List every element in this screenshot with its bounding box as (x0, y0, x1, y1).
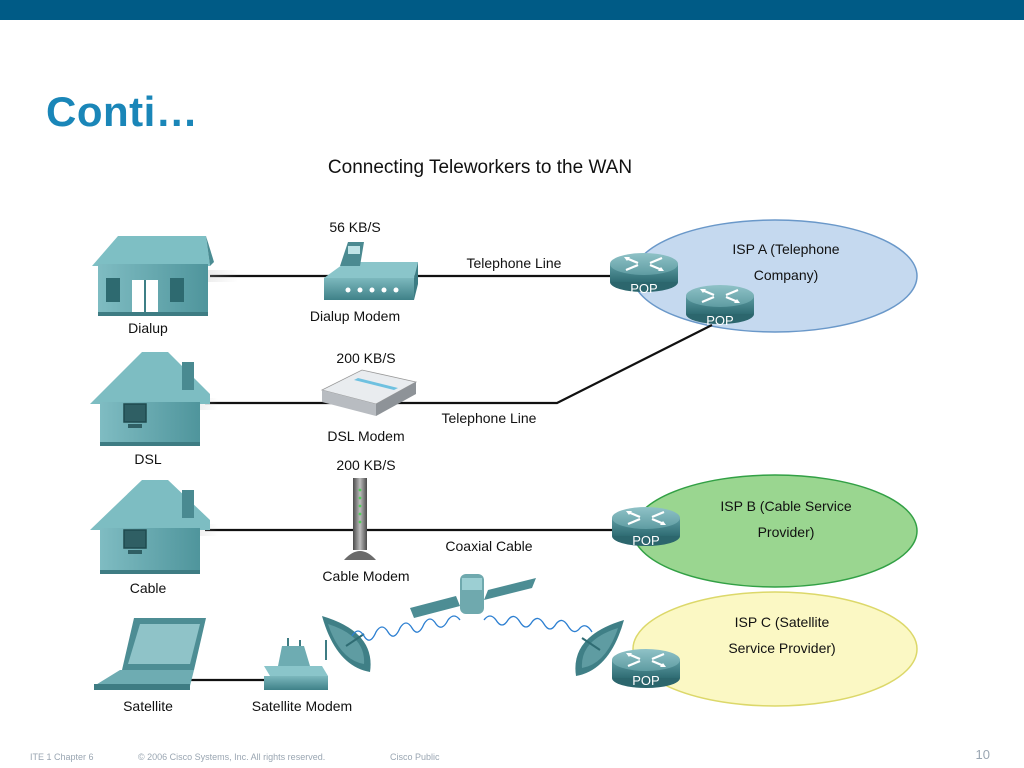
dsl-speed-label: 200 KB/S (336, 350, 395, 366)
dialup-modem-label: Dialup Modem (310, 308, 400, 324)
dsl-modem-icon (320, 369, 418, 416)
dialup-speed-label: 56 KB/S (329, 219, 380, 235)
footer-copyright: © 2006 Cisco Systems, Inc. All rights re… (138, 752, 326, 762)
satellite-modem-icon (264, 638, 328, 690)
satellite-modem-label: Satellite Modem (252, 698, 352, 714)
isp-c-label-line2: Service Provider) (728, 640, 835, 656)
isp-a-label-line2: Company) (754, 267, 819, 283)
cable-site-label: Cable (130, 580, 167, 596)
dialup-link-label: Telephone Line (467, 255, 562, 271)
dsl-line (205, 324, 713, 405)
page-number: 10 (975, 747, 990, 762)
top-banner (0, 0, 1024, 20)
dsl-link-label: Telephone Line (442, 410, 537, 426)
cable-modem-label: Cable Modem (322, 568, 409, 584)
dialup-modem-icon (324, 242, 418, 300)
diagram-title: Connecting Teleworkers to the WAN (328, 157, 632, 178)
cable-link-label: Coaxial Cable (445, 538, 532, 554)
pop-label: POP (630, 281, 657, 296)
isp-a-label-line1: ISP A (Telephone (732, 241, 839, 257)
pop-label: POP (632, 673, 659, 688)
dsl-house-icon (90, 352, 218, 446)
dialup-house-icon (92, 236, 238, 316)
pop-label: POP (632, 533, 659, 548)
dsl-modem-label: DSL Modem (327, 428, 404, 444)
satellite-signal-wave (351, 615, 593, 641)
isp-b-label-line1: ISP B (Cable Service (720, 498, 851, 514)
satellite-dish-left-icon (322, 616, 371, 672)
isp-b-label-line2: Provider) (758, 524, 815, 540)
dialup-site-label: Dialup (128, 320, 168, 336)
footer-classification: Cisco Public (390, 752, 440, 762)
satellite-laptop-icon (94, 618, 206, 690)
dsl-site-label: DSL (134, 451, 161, 467)
pop-label: POP (706, 313, 733, 328)
satellite-site-label: Satellite (123, 698, 173, 714)
cable-house-icon (90, 480, 218, 574)
satellite-dish-right-icon (575, 620, 624, 676)
cable-modem-icon (344, 478, 376, 560)
isp-c-cloud (632, 591, 918, 707)
footer-course: ITE 1 Chapter 6 (30, 752, 94, 762)
slide-title: Conti… (46, 88, 199, 135)
cable-speed-label: 200 KB/S (336, 457, 395, 473)
isp-c-label-line1: ISP C (Satellite (735, 614, 830, 630)
satellite-icon (410, 574, 536, 618)
